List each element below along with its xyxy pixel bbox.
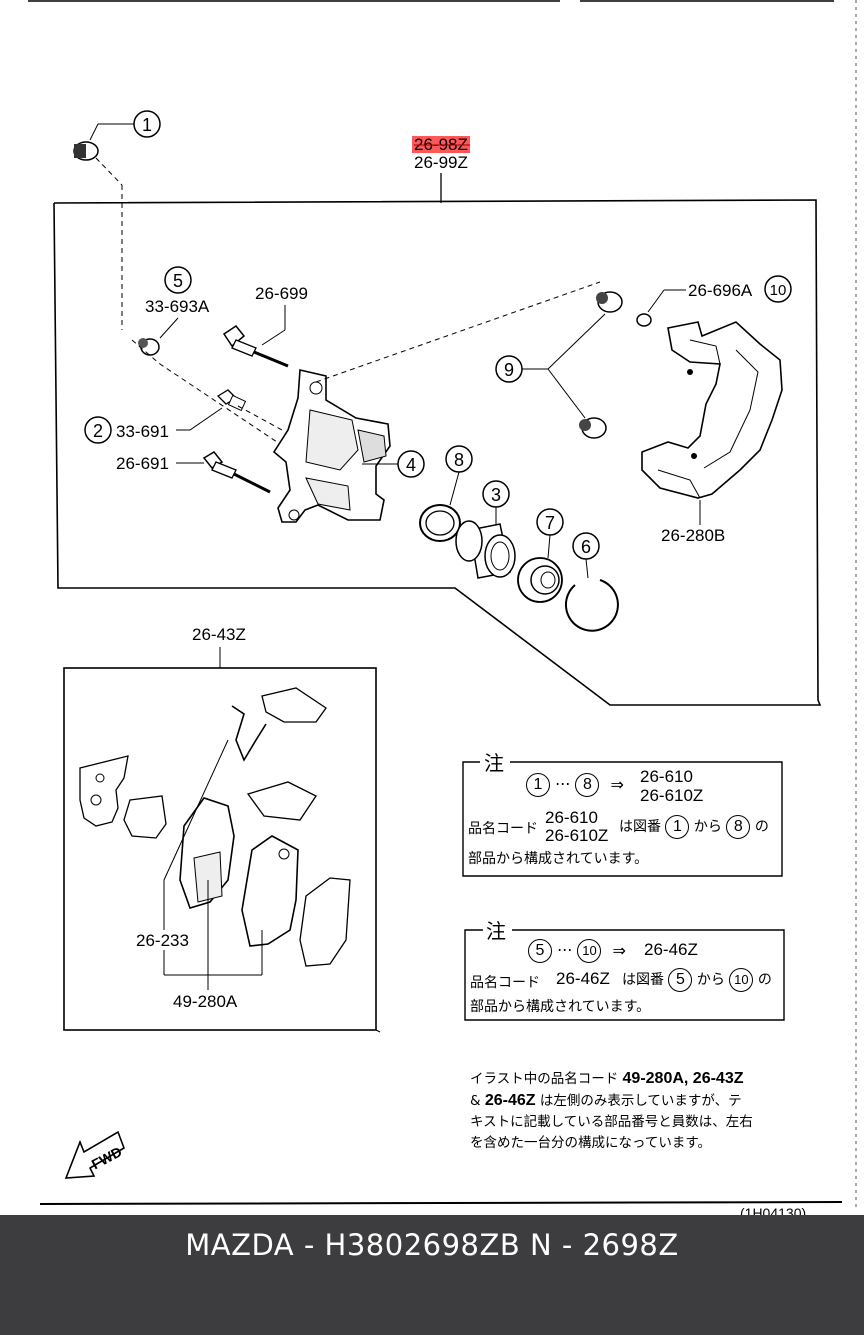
shim-left-icon: [79, 755, 129, 827]
pad-code: 26-233: [136, 931, 189, 950]
note1-title: 注: [482, 747, 506, 776]
piston-boot-icon: [517, 557, 563, 603]
callout-10: [764, 275, 792, 303]
bracket-code: 26-280B: [661, 526, 725, 545]
callout-5: [164, 266, 192, 294]
bushing-10-icon: [636, 313, 652, 327]
note2-code: 26-46Z: [644, 940, 698, 959]
note1-range: 1 ··· 8 ⇒: [526, 773, 624, 797]
caliper-body-icon: [272, 369, 391, 523]
parts-diagram-sheet: 26-98Z 26-99Z 1 5 33-693A 26-699 2 33-69…: [28, 0, 857, 1215]
callout-10-num: 10: [770, 282, 787, 299]
note2-sep: ···: [557, 940, 573, 960]
brake-pad-inner-icon: [179, 797, 235, 909]
callout-9-num: 9: [504, 360, 514, 380]
caption-l1b: 49-280A, 26-43Z: [622, 1070, 744, 1087]
guide-bolt-upper-icon: [222, 324, 289, 368]
note1-from-num: 1: [665, 815, 690, 839]
note1-code-label: 品名コード: [468, 821, 538, 837]
note2-from-num: 5: [668, 968, 693, 992]
callout-1-num: 1: [142, 115, 152, 135]
callout-5-num: 5: [173, 271, 183, 291]
guide-bolt-lower-icon: [202, 451, 271, 494]
note1-to: 8: [575, 773, 600, 797]
footer-bar: [0, 1215, 864, 1335]
assembly-outline: [53, 199, 822, 706]
fwd-arrow-icon: FWD: [64, 1130, 125, 1179]
note2-code-b: 26-46Z: [556, 969, 610, 988]
caption-l3: キストに記載している部品番号と員数は、左右: [470, 1114, 753, 1130]
piston-icon: [455, 520, 516, 579]
callout-7-num: 7: [545, 513, 555, 533]
note1-code-line2: 26-610Z: [640, 786, 704, 805]
note1-from: 1: [526, 773, 550, 797]
note1-code-a: 26-610: [545, 808, 598, 827]
callout-6-num: 6: [581, 537, 591, 557]
shim-small-icon: [123, 795, 167, 839]
bleeder-screw-icon: [216, 389, 247, 412]
dust-boot-5-icon: [138, 338, 160, 356]
note2-range: 5 ··· 10 ⇒: [528, 939, 626, 963]
note1-refline: は図番 1 から 8 の: [619, 815, 769, 839]
pad-kit-outline: [63, 667, 377, 1031]
dust-boot-upper-icon: [596, 291, 623, 313]
brake-pad-outer-icon: [241, 835, 299, 947]
note1-sep: ···: [555, 774, 571, 794]
note1-to-num: 8: [726, 815, 751, 839]
note2-refline: は図番 5 から 10 の: [622, 968, 772, 992]
caliper-bracket-icon: [641, 321, 783, 499]
note1-code-b: 26-610Z: [545, 826, 609, 845]
piston-seal-icon: [419, 504, 461, 542]
note2-title: 注: [484, 915, 508, 944]
footer-part-number: MAZDA - H3802698ZB N - 2698Z: [185, 1228, 679, 1262]
caption-l2b: 26-46Z: [484, 1092, 536, 1109]
guide-pin-boot-icon: [73, 141, 99, 161]
anti-rattle-spring-icon: [231, 705, 267, 762]
caption-l4: を含めた一台分の構成になっています。: [470, 1135, 711, 1151]
illustration-caption: イラスト中の品名コード 49-280A, 26-43Z & 26-46Z は左側…: [470, 1068, 800, 1154]
part-5-code: 33-693A: [145, 297, 210, 316]
note2-arrow: ⇒: [612, 940, 626, 960]
note2-in-fig: は図番: [622, 972, 664, 988]
bolt-upper-code: 26-699: [255, 284, 308, 303]
note2-to: 10: [577, 939, 602, 963]
note1-no: の: [754, 819, 769, 835]
callout-8-num: 8: [454, 450, 464, 470]
part-10-code: 26-696A: [688, 281, 753, 300]
callout-3-num: 3: [491, 485, 501, 505]
note1-code-line1: 26-610: [640, 767, 693, 786]
note1-box: [462, 761, 783, 877]
caption-l1a: イラスト中の品名コード: [470, 1071, 619, 1087]
caption-l2a: &: [470, 1093, 481, 1109]
brake-caliper-diagram: 26-98Z 26-99Z 1 5 33-693A 26-699 2 33-69…: [28, 0, 857, 1215]
note1-line3: 部品から構成されています。: [468, 851, 649, 867]
note1-arrow: ⇒: [610, 774, 624, 794]
note2-no: の: [757, 972, 772, 988]
outer-shim-icon: [299, 877, 351, 967]
note2-to-num: 10: [729, 968, 754, 992]
part-2-code: 33-691: [116, 422, 169, 441]
caption-l2c: は左側のみ表示していますが、テ: [539, 1093, 742, 1109]
note2-box: [464, 929, 785, 1021]
bolt-lower-code: 26-691: [116, 454, 169, 473]
reference-code: (1H04130): [740, 1205, 806, 1215]
callout-4-num: 4: [406, 455, 416, 475]
dust-boot-lower-icon: [579, 417, 607, 439]
callout-2: [84, 416, 112, 444]
pad-clip-lower-icon: [246, 781, 317, 821]
pad-clip-upper-icon: [261, 687, 327, 723]
callout-2-num: 2: [93, 421, 103, 441]
pad-set-code: 49-280A: [173, 992, 238, 1011]
assembly-code: 26-99Z: [414, 153, 468, 172]
note2-code-label: 品名コード: [470, 975, 540, 991]
note2-from: 5: [528, 939, 552, 963]
retaining-ring-icon: [564, 579, 619, 632]
note1-kara: から: [693, 819, 722, 835]
note1-in-fig: は図番: [619, 819, 661, 835]
note2-line3: 部品から構成されています。: [470, 999, 651, 1015]
pad-kit-code: 26-43Z: [192, 625, 246, 644]
note2-kara: から: [696, 972, 725, 988]
